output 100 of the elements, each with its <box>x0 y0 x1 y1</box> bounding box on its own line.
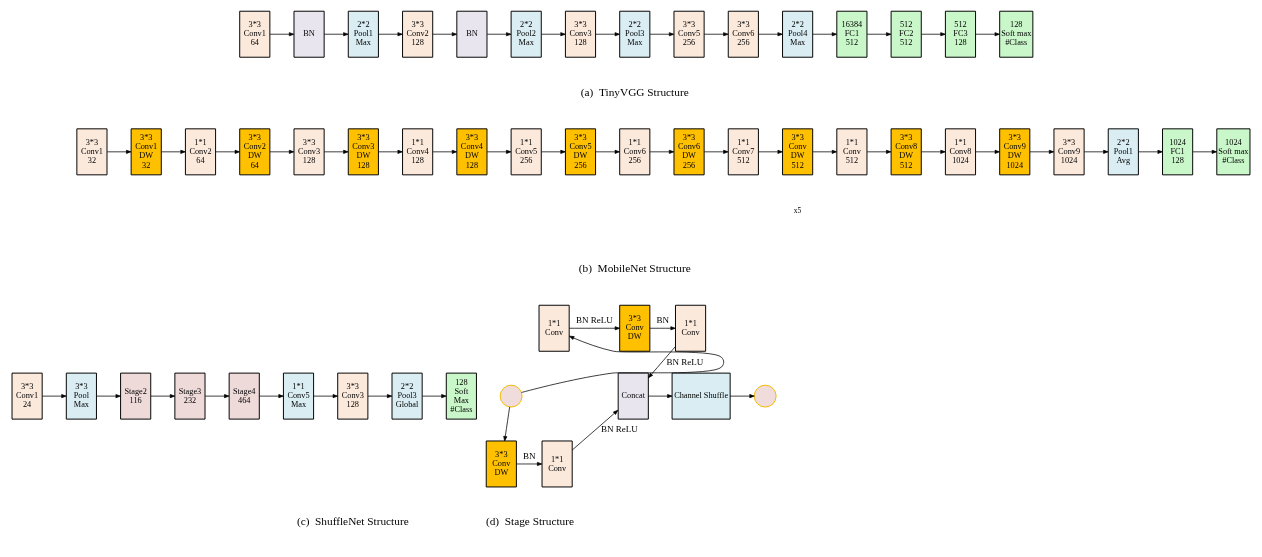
node-box: Channel Shuffle <box>671 372 731 420</box>
edge-label: BN ReLU <box>666 356 704 367</box>
arrow <box>313 394 338 399</box>
node-box: 16384 FC1 512 <box>836 10 868 58</box>
arrow <box>812 32 838 37</box>
node-box: 3*3 Conv1 64 <box>239 10 271 58</box>
arrow <box>648 394 673 399</box>
arrow <box>204 394 230 399</box>
node-box: 1*1 Conv5 Max <box>282 372 315 420</box>
arrow <box>215 149 240 154</box>
edge-label: BN ReLU <box>576 315 613 326</box>
node-box: BN <box>456 10 488 58</box>
node-box: 3*3 Conv DW <box>485 440 517 488</box>
arrow <box>649 32 675 37</box>
arrow <box>150 394 176 399</box>
node-circle <box>499 384 523 408</box>
arrow <box>378 149 403 154</box>
node-box: 3*3 Pool Max <box>65 372 97 420</box>
arrow <box>378 32 403 37</box>
arrow <box>649 149 675 154</box>
node-box: 3*3 Conv3 128 <box>293 128 325 176</box>
arrow <box>758 32 783 37</box>
node-box: 3*3 Conv5 DW 256 <box>564 128 597 176</box>
arrow <box>259 394 284 399</box>
edge-label: BN <box>656 315 669 326</box>
arrow <box>503 406 510 442</box>
arrow <box>323 32 349 37</box>
node-box: 1*1 Conv <box>541 440 573 488</box>
node-box: 3*3 Conv9 DW 1024 <box>999 128 1031 176</box>
arrow <box>975 32 1000 37</box>
arrow <box>571 409 619 451</box>
label: (b) MobileNet Structure <box>578 262 691 275</box>
node-box: 3*3 Conv3 128 <box>337 372 369 420</box>
node-box: 1*1 Conv4 128 <box>402 128 434 176</box>
node-box: 2*2 Pool1 Max <box>347 10 379 58</box>
arrow <box>921 32 946 37</box>
node-box: 2*2 Pool3 Max <box>619 10 651 58</box>
arrow <box>812 149 838 154</box>
arrow <box>541 149 566 154</box>
node-box: 1*1 Conv2 64 <box>184 128 217 176</box>
node-box: 128 Soft max #Class <box>999 10 1034 58</box>
label: (a) TinyVGG Structure <box>580 85 689 98</box>
node-box: 3*3 Conv1 DW 32 <box>130 128 162 176</box>
node-box: 512 FC3 128 <box>944 10 977 58</box>
arrow <box>432 32 458 37</box>
node-box: 2*2 Pool4 Max <box>782 10 814 58</box>
arrow <box>161 149 186 154</box>
node-box: 1*1 Conv6 256 <box>619 128 651 176</box>
node-box: 2*2 Pool2 Max <box>510 10 542 58</box>
node-box: Concat <box>617 372 649 420</box>
arrow <box>269 32 295 37</box>
node-box: 3*3 Conv9 1024 <box>1053 128 1085 176</box>
arrow <box>432 149 458 154</box>
arrow <box>1138 149 1163 154</box>
edge-label: BN ReLU <box>600 424 638 435</box>
arrow <box>516 462 543 466</box>
arrow <box>568 326 621 331</box>
arrow <box>323 149 349 154</box>
label: (c) ShuffleNet Structure <box>296 515 409 528</box>
node-circle <box>753 384 777 408</box>
arrow <box>1192 149 1217 154</box>
edge-label: BN <box>522 451 536 462</box>
node-box: 1*1 Conv7 512 <box>727 128 759 176</box>
node-box: 3*3 Conv3 DW 128 <box>347 128 379 176</box>
node-box: 2*2 Pool1 Avg <box>1107 128 1139 176</box>
arrow <box>486 32 512 37</box>
node-box: 128 Soft Max #Class <box>445 372 477 420</box>
node-box: 3*3 Conv2 128 <box>402 10 434 58</box>
node-box: 3*3 Conv6 DW 256 <box>673 128 705 176</box>
arrow <box>649 326 676 331</box>
node-box: 3*3 Conv3 128 <box>564 10 597 58</box>
node-box: 3*3 Conv5 256 <box>673 10 705 58</box>
arrow <box>421 394 447 399</box>
arrow <box>269 149 295 154</box>
arrow <box>595 32 620 37</box>
node-box: Stage3 232 <box>174 372 206 420</box>
arrow <box>541 32 566 37</box>
arrow <box>1029 149 1055 154</box>
node-box: 512 FC2 512 <box>890 10 922 58</box>
node-box: 1*1 Conv8 1024 <box>944 128 977 176</box>
arrow <box>367 394 393 399</box>
arrow <box>96 394 121 399</box>
node-box: 1024 Soft max #Class <box>1216 128 1251 176</box>
node-box: 3*3 Conv DW 512 <box>782 128 814 176</box>
arrow <box>486 149 512 154</box>
node-box: 3*3 Conv1 24 <box>11 372 43 420</box>
label: x5 <box>793 205 802 215</box>
arrow <box>595 149 620 154</box>
label: (d) Stage Structure <box>485 515 575 528</box>
node-box: Stage4 464 <box>228 372 260 420</box>
arrow <box>703 149 729 154</box>
node-box: 3*3 Conv1 32 <box>76 128 108 176</box>
node-box: 1*1 Conv <box>675 304 707 352</box>
node-box: 2*2 Pool3 Global <box>391 372 423 420</box>
node-box: 3*3 Conv4 DW 128 <box>456 128 488 176</box>
node-box: 3*3 Conv2 DW 64 <box>239 128 271 176</box>
arrow <box>106 149 132 154</box>
node-box: 3*3 Conv8 DW 512 <box>890 128 922 176</box>
node-box: 1*1 Conv 512 <box>836 128 868 176</box>
arrow <box>866 149 892 154</box>
